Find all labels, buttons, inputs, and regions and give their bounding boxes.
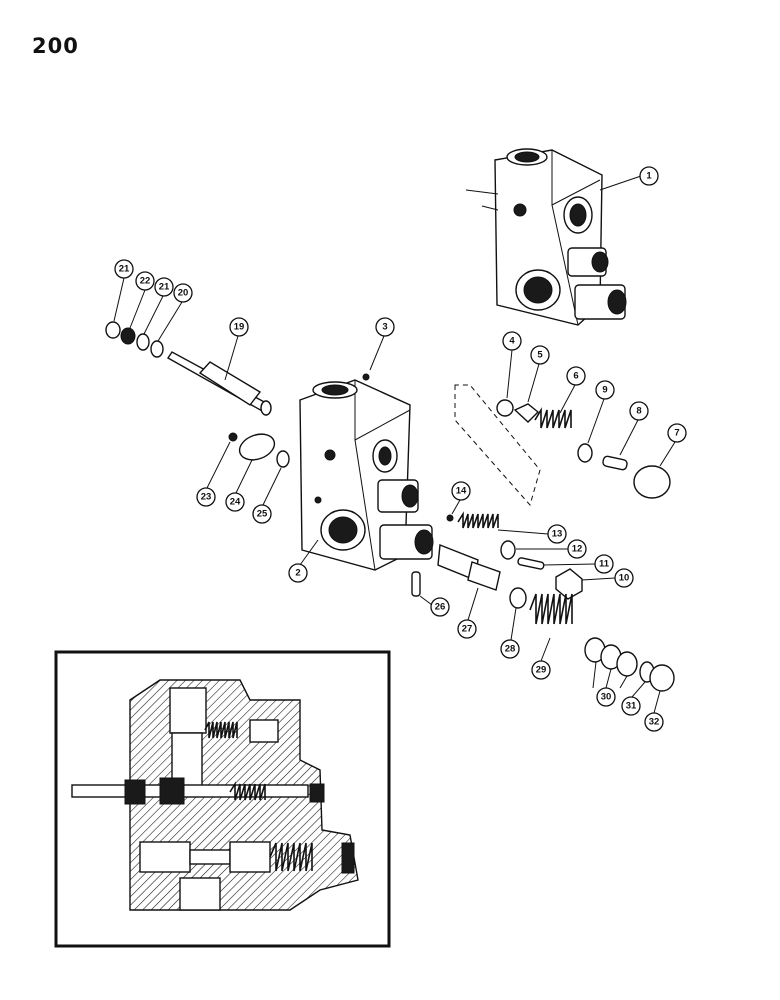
svg-text:26: 26 [435,602,446,613]
svg-text:3: 3 [382,322,387,333]
svg-text:11: 11 [599,559,610,570]
cap-32 [649,664,675,692]
callout-23: 23 [196,487,216,507]
callout-7: 7 [667,423,687,443]
svg-text:9: 9 [602,385,607,396]
svg-text:28: 28 [505,644,516,655]
callout-6: 6 [566,366,586,386]
pin-11 [517,557,545,570]
svg-text:21: 21 [159,282,170,293]
o-ring-25 [276,450,290,468]
plate-24 [238,433,276,461]
svg-text:6: 6 [573,371,578,382]
page-number: 200 [32,34,79,58]
pin-26 [411,571,421,597]
callout-22: 22 [135,271,155,291]
callout-21b: 21 [154,277,174,297]
callout-10: 10 [614,568,634,588]
cap-7 [633,465,671,499]
callout-28: 28 [500,639,520,659]
callout-2: 2 [288,563,308,583]
callout-5: 5 [530,345,550,365]
o-ring-12 [500,540,516,560]
callout-11: 11 [594,554,614,574]
svg-text:29: 29 [536,665,547,676]
callout-13: 13 [547,524,567,544]
svg-text:30: 30 [601,692,612,703]
svg-text:12: 12 [572,544,583,555]
ball-14 [446,514,454,522]
svg-text:32: 32 [649,717,660,728]
seat-4 [496,399,514,417]
callout-12: 12 [567,539,587,559]
spool-27 [437,544,501,591]
svg-text:4: 4 [509,336,515,347]
callout-21a: 21 [114,259,134,279]
leader-lines [113,175,676,714]
callout-27: 27 [457,619,477,639]
svg-text:31: 31 [626,701,637,712]
callout-29: 29 [531,660,551,680]
svg-text:20: 20 [178,288,189,299]
ring-21a [105,321,121,339]
svg-text:19: 19 [234,322,245,333]
svg-text:21: 21 [119,264,130,275]
valve-body-upper [465,148,627,326]
svg-text:10: 10 [619,573,630,584]
callout-20: 20 [173,283,193,303]
callout-9: 9 [595,380,615,400]
callout-26: 26 [430,597,450,617]
spring-6 [534,407,572,429]
callout-3: 3 [375,317,395,337]
pin-8 [602,455,628,471]
svg-text:14: 14 [456,486,467,497]
svg-text:13: 13 [552,529,563,540]
washer-28 [509,587,527,609]
shims-30 [584,637,638,677]
svg-text:23: 23 [201,492,212,503]
dashed-outline [454,384,541,507]
svg-text:25: 25 [257,509,268,520]
screw-23 [228,432,238,442]
poppet-5 [513,403,540,423]
svg-text:2: 2 [295,568,300,579]
callout-19: 19 [229,317,249,337]
callout-32: 32 [644,712,664,732]
sectional-view [71,679,359,911]
spool-19 [166,351,272,416]
callout-8: 8 [629,401,649,421]
ball-3 [362,373,370,381]
svg-text:1: 1 [646,171,652,182]
callout-14: 14 [451,481,471,501]
spring-13-assembly [457,511,499,529]
spring-29 [529,593,573,625]
valve-body-main [299,379,434,571]
ring-21b [136,333,150,351]
svg-text:7: 7 [674,428,679,439]
plug-10 [555,568,583,600]
svg-text:5: 5 [537,350,543,361]
svg-text:24: 24 [230,497,241,508]
o-ring-20 [150,340,164,358]
o-ring-9 [577,443,593,463]
seal-22 [120,327,136,345]
svg-text:8: 8 [636,406,641,417]
callout-1: 1 [639,166,659,186]
callout-31: 31 [621,696,641,716]
callout-4: 4 [502,331,522,351]
svg-text:27: 27 [462,624,473,635]
callout-24: 24 [225,492,245,512]
callout-30: 30 [596,687,616,707]
callout-25: 25 [252,504,272,524]
svg-text:22: 22 [140,276,151,287]
